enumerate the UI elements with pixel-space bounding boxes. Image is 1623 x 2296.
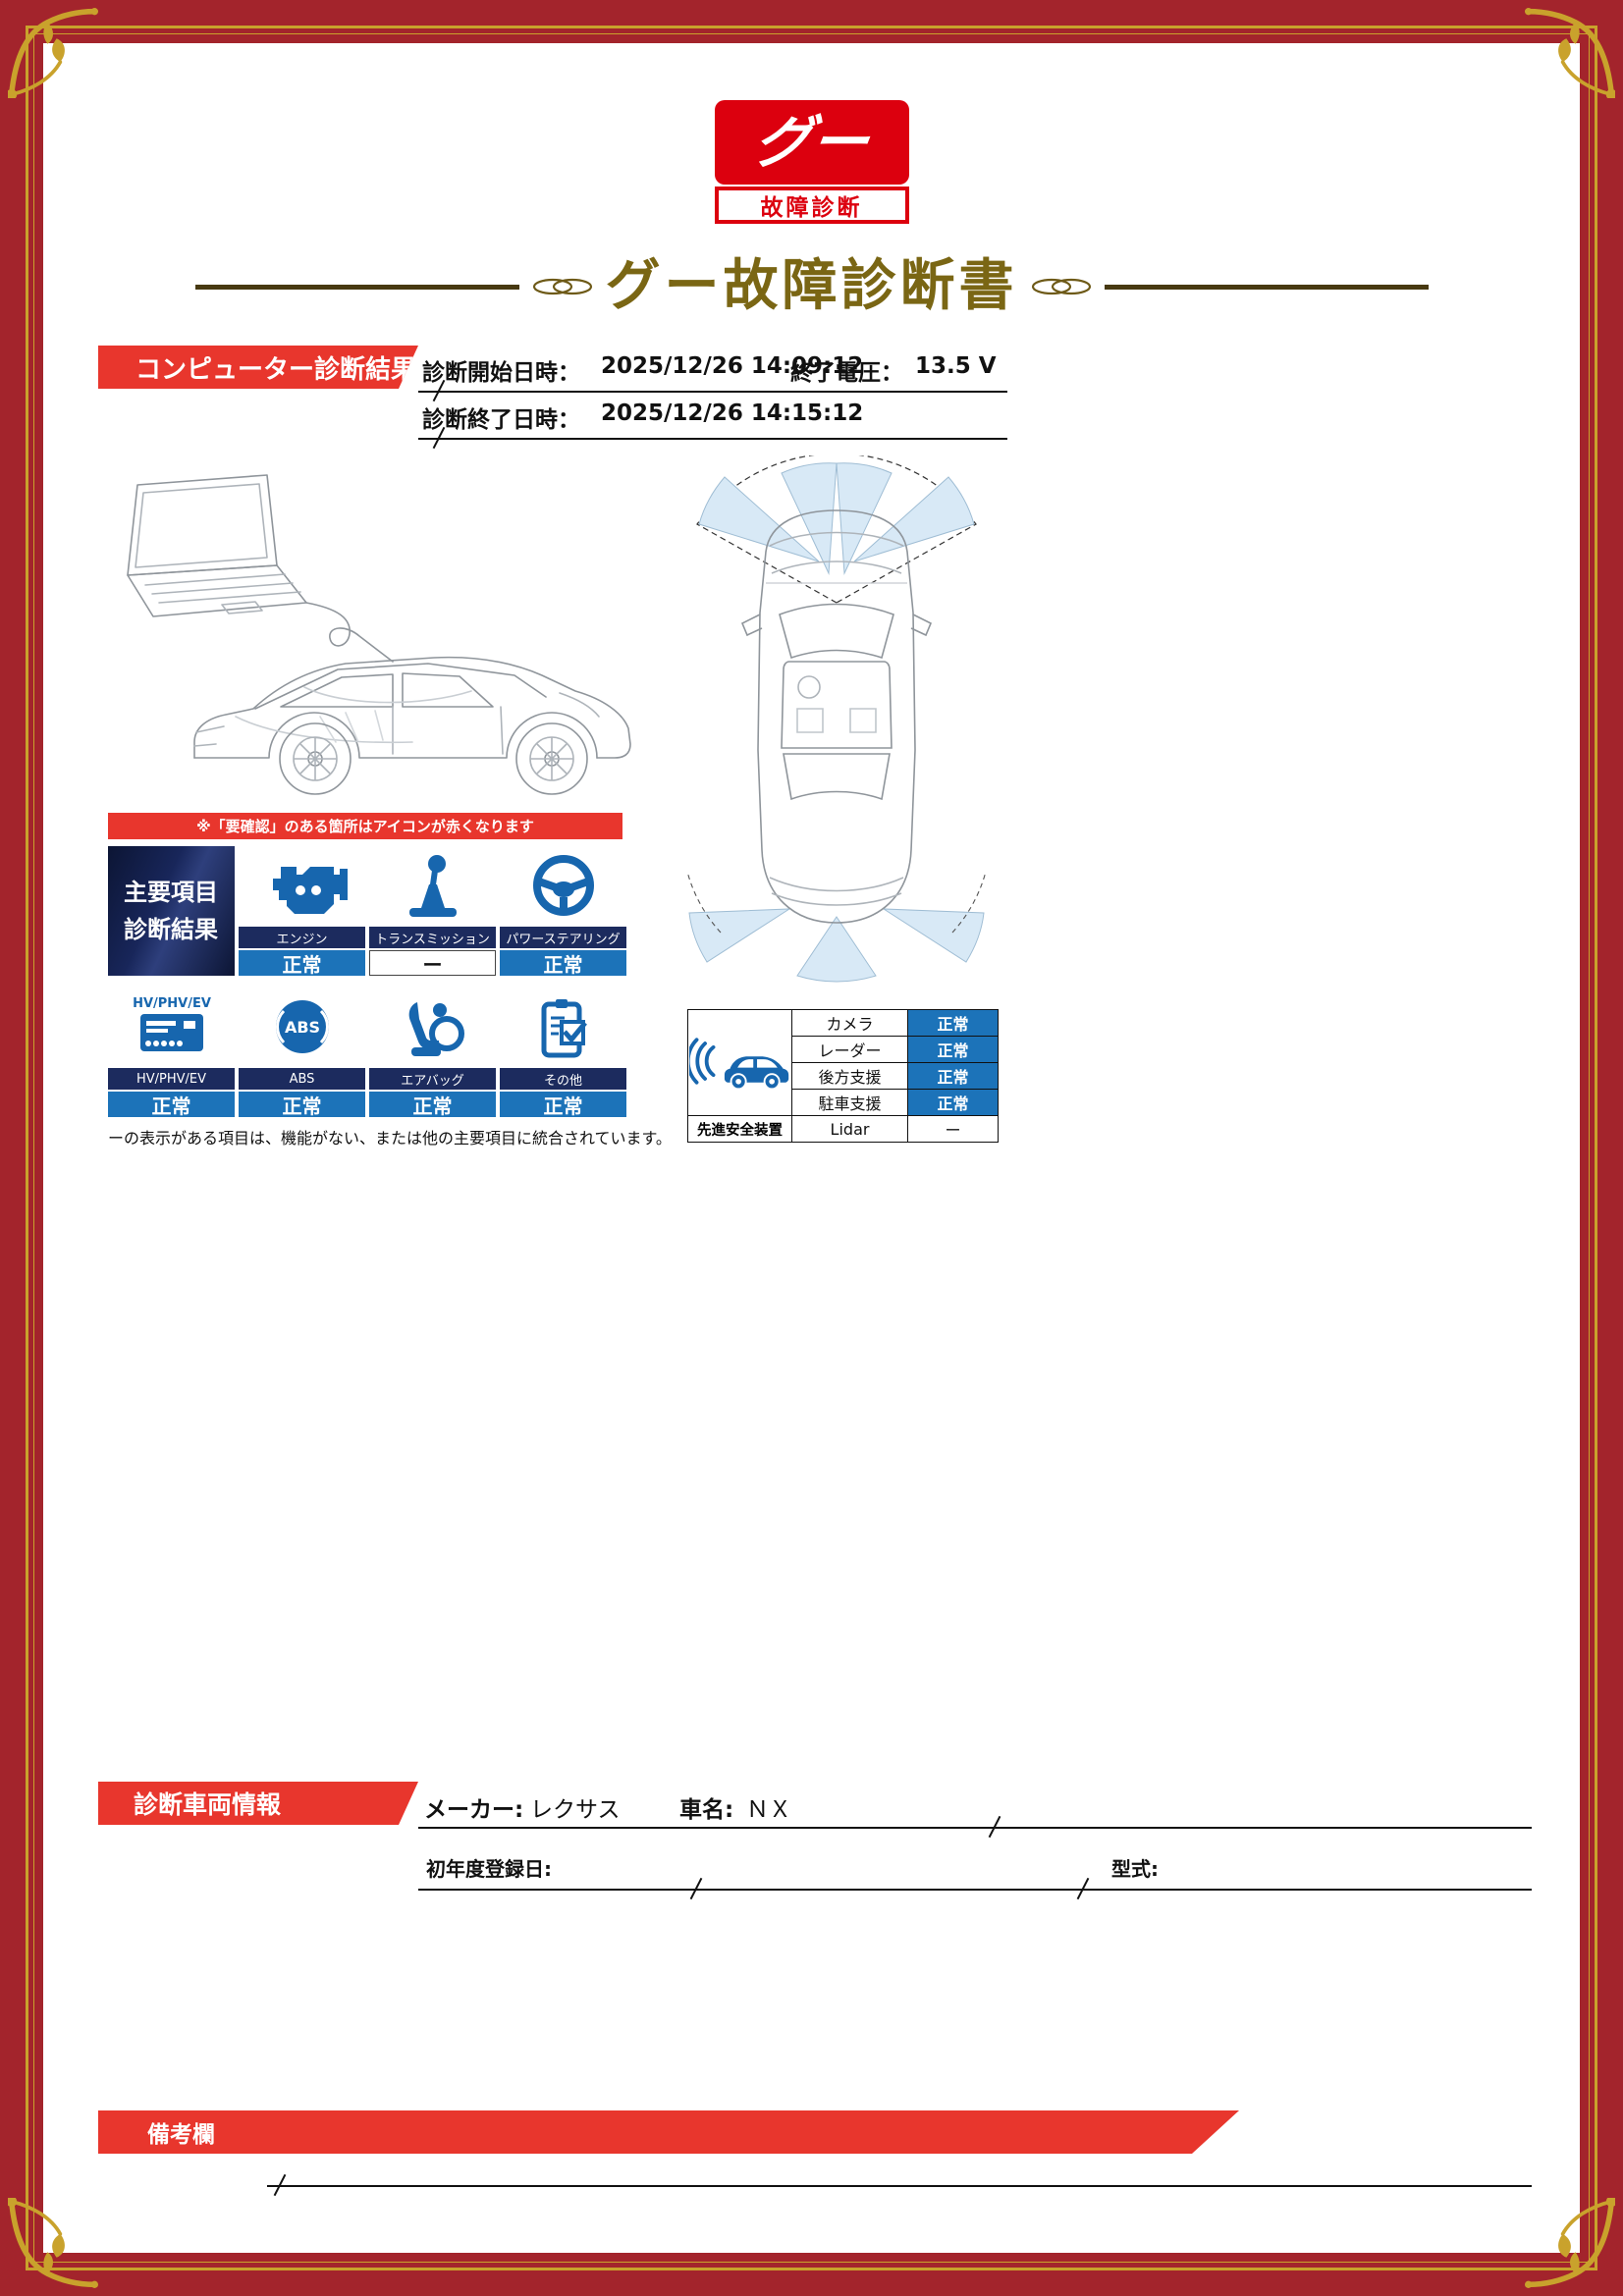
- report-sheet: グー 故障診断 グー故障診断書 コンピューター診断結果 診断開始日時： 2025…: [43, 43, 1580, 2253]
- diag-end-label: 診断終了日時：: [422, 407, 580, 433]
- model-code-label: 型式:: [1111, 1857, 1159, 1881]
- safety-item-name: 駐車支援: [791, 1089, 908, 1116]
- steering-wheel-icon: [500, 846, 626, 927]
- form-line: [418, 438, 1007, 440]
- maker-label: メーカー:: [424, 1797, 524, 1823]
- table-row: カメラ 正常: [685, 1009, 999, 1116]
- title-row: グー故障診断書: [43, 259, 1580, 314]
- diagnostic-item-name: その他: [500, 1068, 626, 1090]
- sensor-coverage-illustration: [686, 455, 987, 983]
- checklist-icon: [500, 988, 626, 1068]
- safety-item-name: カメラ: [791, 1009, 908, 1037]
- form-line: [418, 391, 1007, 393]
- page-title: グー故障診断書: [605, 254, 1018, 318]
- goo-logo-caption: 故障診断: [714, 187, 909, 224]
- diagnostic-tile-airbag: エアバッグ 正常: [369, 988, 496, 1118]
- computer-diagnosis-banner: コンピューター診断結果: [98, 346, 418, 389]
- first-registration-label: 初年度登録日:: [426, 1857, 552, 1881]
- title-ornament-icon: [532, 278, 592, 295]
- transmission-icon: [369, 846, 496, 927]
- diagnostic-item-name: パワーステアリング: [500, 927, 626, 948]
- summary-line: 診断結果: [124, 916, 218, 943]
- safety-item-name: 後方支援: [791, 1062, 908, 1090]
- car-name-label: 車名:: [679, 1797, 734, 1823]
- safety-item-name: Lidar: [791, 1115, 908, 1143]
- diagnostic-grid: 主要項目 診断結果 エンジン 正常: [108, 846, 626, 1118]
- form-line: [418, 1889, 1532, 1891]
- diagnostic-item-name: エンジン: [239, 927, 365, 948]
- svg-text:HV/PHV/EV: HV/PHV/EV: [133, 996, 211, 1011]
- title-rule-left: [194, 284, 519, 290]
- diagnostic-tile-power-steering: パワーステアリング 正常: [500, 846, 626, 977]
- status-badge: ー: [369, 950, 496, 977]
- remarks-banner: 備考欄: [98, 2110, 1239, 2154]
- status-badge: 正常: [500, 1092, 626, 1118]
- goo-logo: グー 故障診断: [714, 100, 909, 224]
- form-line: [418, 1827, 1532, 1829]
- check-required-notice: ※「要確認」のある箇所はアイコンが赤くなります: [108, 813, 622, 839]
- safety-equipment-table: カメラ 正常 レーダー 正常 後方支援 正常 駐車支援 正常 先進安全装置 Li…: [685, 1009, 999, 1143]
- title-rule-right: [1104, 284, 1429, 290]
- safety-car-icon: [685, 1009, 792, 1116]
- diagnostic-item-name: トランスミッション: [369, 927, 496, 948]
- corner-ornament-icon: [8, 2198, 98, 2288]
- corner-ornament-icon: [8, 8, 98, 98]
- diagnostic-tile-other: その他 正常: [500, 988, 626, 1118]
- diagnostic-item-name: ABS: [239, 1068, 365, 1090]
- status-badge: 正常: [907, 1036, 999, 1063]
- main-summary-tile: 主要項目 診断結果: [108, 846, 235, 976]
- vehicle-info-banner: 診断車両情報: [98, 1782, 418, 1825]
- summary-line: 主要項目: [124, 878, 218, 906]
- table-row: レーダー 正常: [688, 1036, 999, 1063]
- diag-end-value: 2025/12/26 14:15:12: [601, 400, 864, 426]
- title-ornament-icon: [1031, 278, 1091, 295]
- maker-value: レクサス: [530, 1797, 621, 1823]
- table-row: 先進安全装置 Lidar ー: [687, 1115, 999, 1143]
- diagnostic-tile-hv: HV/PHV/EV HV/PHV/EV 正常: [108, 988, 235, 1118]
- table-row: 後方支援 正常: [688, 1062, 999, 1090]
- engine-icon: [239, 846, 365, 927]
- status-badge: 正常: [907, 1089, 999, 1116]
- status-badge: 正常: [500, 950, 626, 977]
- car-name-value: ＮＸ: [746, 1797, 791, 1823]
- diagnostic-tile-engine: エンジン 正常: [239, 846, 365, 977]
- table-row: 駐車支援 正常: [688, 1089, 999, 1116]
- corner-ornament-icon: [1525, 2198, 1615, 2288]
- diagnostic-tile-abs: ABS ABS 正常: [239, 988, 365, 1118]
- airbag-icon: [369, 988, 496, 1068]
- hv-battery-icon: HV/PHV/EV: [108, 988, 235, 1068]
- safety-item-name: レーダー: [791, 1036, 908, 1063]
- svg-text:ABS: ABS: [284, 1018, 319, 1037]
- diagnostic-scan-illustration: [127, 474, 631, 795]
- voltage-label: 終了電圧：: [790, 360, 903, 386]
- diagnostic-tile-transmission: トランスミッション ー: [369, 846, 496, 977]
- safety-table-label: 先進安全装置: [687, 1115, 792, 1143]
- status-badge: 正常: [907, 1009, 999, 1037]
- corner-ornament-icon: [1525, 8, 1615, 98]
- abs-icon: ABS: [239, 988, 365, 1068]
- dash-explanation-note: ーの表示がある項目は、機能がない、または他の主要項目に統合されています。: [108, 1129, 672, 1148]
- diag-start-label: 診断開始日時：: [422, 360, 580, 386]
- diagnostic-item-name: HV/PHV/EV: [108, 1068, 235, 1090]
- status-badge: ー: [907, 1115, 999, 1143]
- status-badge: 正常: [108, 1092, 235, 1118]
- form-line: [267, 2185, 1532, 2187]
- voltage-value: 13.5 V: [915, 353, 997, 379]
- status-badge: 正常: [369, 1092, 496, 1118]
- status-badge: 正常: [907, 1062, 999, 1090]
- goo-logo-mark: グー: [714, 100, 909, 185]
- goo-logo-text: グー: [749, 109, 874, 176]
- status-badge: 正常: [239, 950, 365, 977]
- status-badge: 正常: [239, 1092, 365, 1118]
- diag-start-value: 2025/12/26 14:09:12: [601, 353, 864, 379]
- diagnostic-item-name: エアバッグ: [369, 1068, 496, 1090]
